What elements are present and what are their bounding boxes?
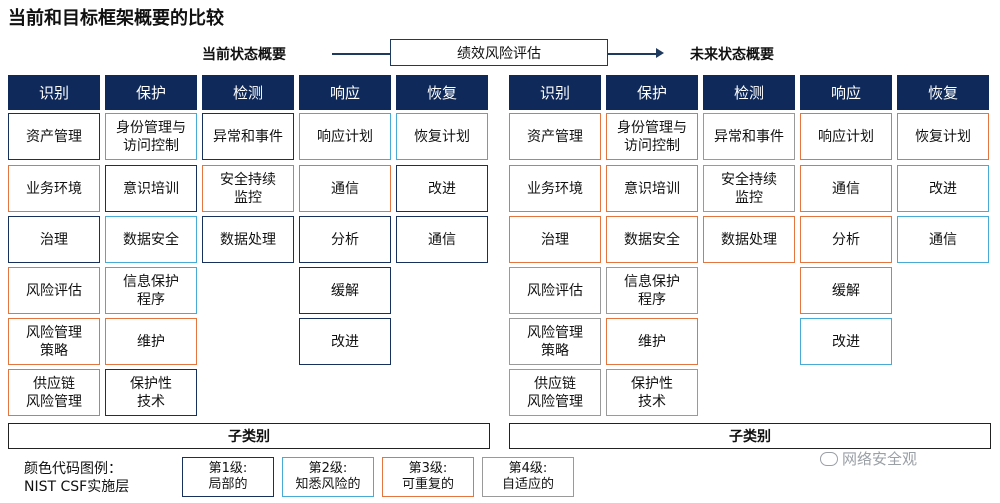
future-cell: 数据安全 [606,216,698,263]
future-cell: 分析 [800,216,892,263]
future-cell: 身份管理与 访问控制 [606,113,698,160]
current-state-label: 当前状态概要 [202,47,286,63]
current-cell: 恢复计划 [396,113,488,160]
current-cell: 异常和事件 [202,113,294,160]
current-cell: 数据安全 [105,216,197,263]
future-cell: 风险评估 [509,267,601,314]
future-cell: 业务环境 [509,165,601,212]
future-cell: 通信 [897,216,989,263]
current-header-3: 响应 [299,75,391,110]
future-cell: 响应计划 [800,113,892,160]
current-cell: 治理 [8,216,100,263]
current-header-0: 识别 [8,75,100,110]
current-cell: 风险评估 [8,267,100,314]
future-header-4: 恢复 [897,75,989,110]
future-cell: 供应链 风险管理 [509,369,601,416]
current-cell: 供应链 风险管理 [8,369,100,416]
future-cell: 维护 [606,318,698,365]
legend-item: 第4级: 自适应的 [482,457,574,497]
current-header-2: 检测 [202,75,294,110]
wechat-icon [820,451,838,466]
future-cell: 风险管理 策略 [509,318,601,365]
future-header-0: 识别 [509,75,601,110]
current-cell: 维护 [105,318,197,365]
legend-title: 颜色代码图例： NIST CSF实施层 [24,461,130,495]
current-cell: 通信 [299,165,391,212]
future-cell: 安全持续 监控 [703,165,795,212]
current-cell: 改进 [299,318,391,365]
future-cell: 缓解 [800,267,892,314]
future-cell: 数据处理 [703,216,795,263]
future-header-2: 检测 [703,75,795,110]
legend-item: 第1级: 局部的 [182,457,274,497]
page-title: 当前和目标框架概要的比较 [8,8,224,29]
future-cell: 资产管理 [509,113,601,160]
legend-item: 第3级: 可重复的 [382,457,474,497]
future-cell: 意识培训 [606,165,698,212]
current-cell: 响应计划 [299,113,391,160]
future-cell: 信息保护 程序 [606,267,698,314]
performance-risk-assessment: 绩效风险评估 [390,39,608,66]
future-subcategory-bar: 子类别 [509,423,991,449]
watermark-text: 网络安全观 [842,450,918,468]
future-cell: 恢复计划 [897,113,989,160]
current-cell: 风险管理 策略 [8,318,100,365]
current-cell: 保护性 技术 [105,369,197,416]
current-cell: 资产管理 [8,113,100,160]
current-cell: 分析 [299,216,391,263]
current-cell: 业务环境 [8,165,100,212]
future-cell: 改进 [897,165,989,212]
current-cell: 改进 [396,165,488,212]
future-state-label: 未来状态概要 [690,47,774,63]
current-header-4: 恢复 [396,75,488,110]
current-cell: 安全持续 监控 [202,165,294,212]
current-cell: 通信 [396,216,488,263]
arrow-right-icon [656,48,664,58]
legend-item: 第2级: 知悉风险的 [282,457,374,497]
future-cell: 异常和事件 [703,113,795,160]
current-header-1: 保护 [105,75,197,110]
watermark: 网络安全观 [820,448,917,469]
future-cell: 改进 [800,318,892,365]
current-cell: 意识培训 [105,165,197,212]
current-cell: 数据处理 [202,216,294,263]
future-header-3: 响应 [800,75,892,110]
future-cell: 通信 [800,165,892,212]
future-cell: 治理 [509,216,601,263]
current-cell: 身份管理与 访问控制 [105,113,197,160]
current-cell: 信息保护 程序 [105,267,197,314]
future-header-1: 保护 [606,75,698,110]
future-cell: 保护性 技术 [606,369,698,416]
current-cell: 缓解 [299,267,391,314]
current-subcategory-bar: 子类别 [8,423,490,449]
